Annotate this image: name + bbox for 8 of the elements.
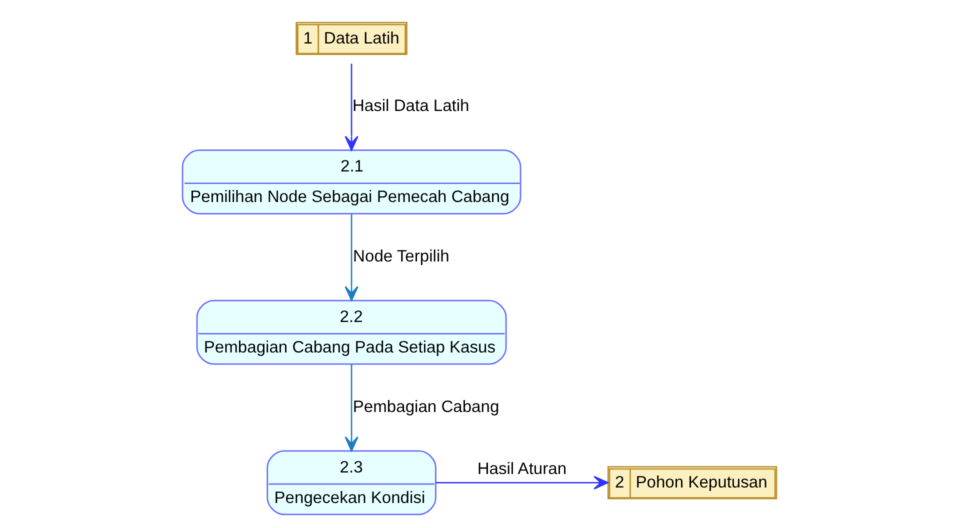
edge-label: Pembagian Cabang: [352, 396, 499, 416]
arrow: [435, 476, 608, 490]
arrow: [344, 214, 358, 302]
arrow: [344, 64, 358, 151]
arrow: [344, 364, 358, 452]
edge-label: Node Terpilih: [352, 246, 449, 266]
edge-label: Hasil Data Latih: [352, 96, 469, 115]
edge-label: Hasil Aturan: [476, 458, 566, 478]
